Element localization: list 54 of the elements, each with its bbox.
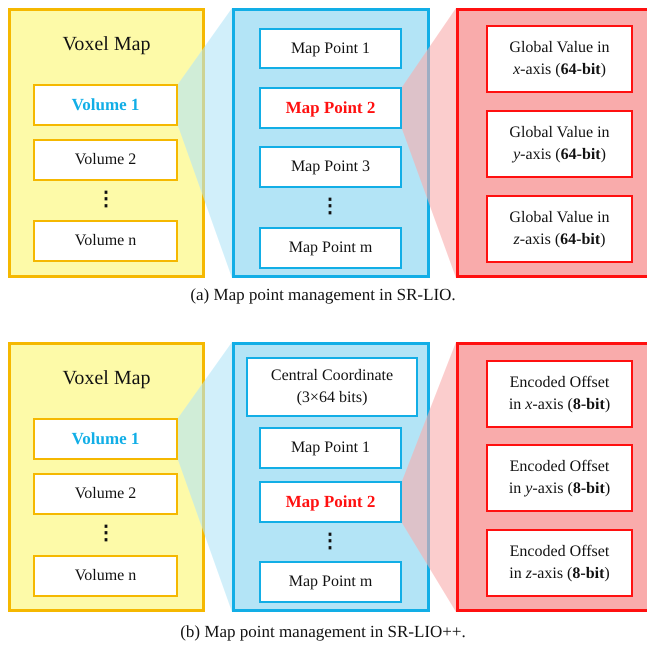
text-box — [33, 139, 178, 181]
box-label: Map Point 2 — [284, 96, 376, 119]
panel-heading: Voxel Map — [62, 367, 152, 390]
text-box — [259, 427, 402, 469]
text-box — [259, 481, 402, 523]
text-box — [33, 473, 178, 515]
text-box — [259, 146, 402, 188]
box-label: Encoded Offset in z-axis (8-bit) — [508, 542, 611, 584]
box-label: Global Value in z-axis (64-bit) — [508, 208, 611, 250]
ellipsis-mark: ⋮ — [96, 521, 116, 545]
text-box — [486, 110, 633, 178]
box-label: Encoded Offset in x-axis (8-bit) — [508, 373, 612, 415]
text-box — [486, 195, 633, 263]
box-label: Volume n — [74, 231, 138, 252]
panel — [8, 8, 205, 278]
box-label: Map Point 1 — [290, 38, 372, 59]
text-box — [33, 418, 178, 460]
caption: (a) Map point management in SR-LIO. — [190, 285, 456, 305]
ellipsis-mark: ⋮ — [96, 187, 116, 211]
text-box — [259, 28, 402, 69]
ellipsis-mark: ⋮ — [320, 529, 340, 553]
text-box — [259, 87, 402, 129]
text-box — [33, 84, 178, 126]
panel-heading: Voxel Map — [62, 33, 152, 56]
ellipsis-mark: ⋮ — [320, 194, 340, 218]
box-label: Map Point 1 — [290, 438, 372, 458]
text-box — [33, 555, 178, 597]
box-label: Volume n — [74, 566, 138, 586]
box-label: Map Point m — [288, 238, 374, 258]
text-box — [486, 25, 633, 93]
box-label: Encoded Offset in y-axis (8-bit) — [508, 457, 612, 499]
text-box — [486, 360, 633, 428]
box-label: Global Value in x-axis (64-bit) — [508, 38, 611, 80]
text-box — [486, 529, 633, 597]
box-label: Volume 2 — [74, 150, 138, 170]
box-label: Volume 1 — [70, 94, 140, 116]
box-label: Central Coordinate (3×64 bits) — [270, 366, 394, 408]
box-label: Map Point 2 — [284, 490, 376, 513]
caption: (b) Map point management in SR-LIO++. — [180, 622, 466, 642]
zoom-wedge — [402, 8, 456, 278]
zoom-wedge — [178, 8, 232, 278]
zoom-wedge — [402, 342, 456, 612]
panel — [8, 342, 205, 612]
box-label: Map Point m — [288, 572, 374, 592]
zoom-wedge — [178, 342, 232, 612]
box-label: Volume 1 — [70, 428, 140, 450]
text-box — [486, 444, 633, 512]
text-box — [33, 220, 178, 262]
text-box — [259, 561, 402, 603]
box-label: Map Point 3 — [290, 157, 372, 178]
box-label: Volume 2 — [74, 484, 138, 504]
box-label: Global Value in y-axis (64-bit) — [508, 123, 611, 165]
text-box — [246, 357, 418, 417]
text-box — [259, 227, 402, 269]
